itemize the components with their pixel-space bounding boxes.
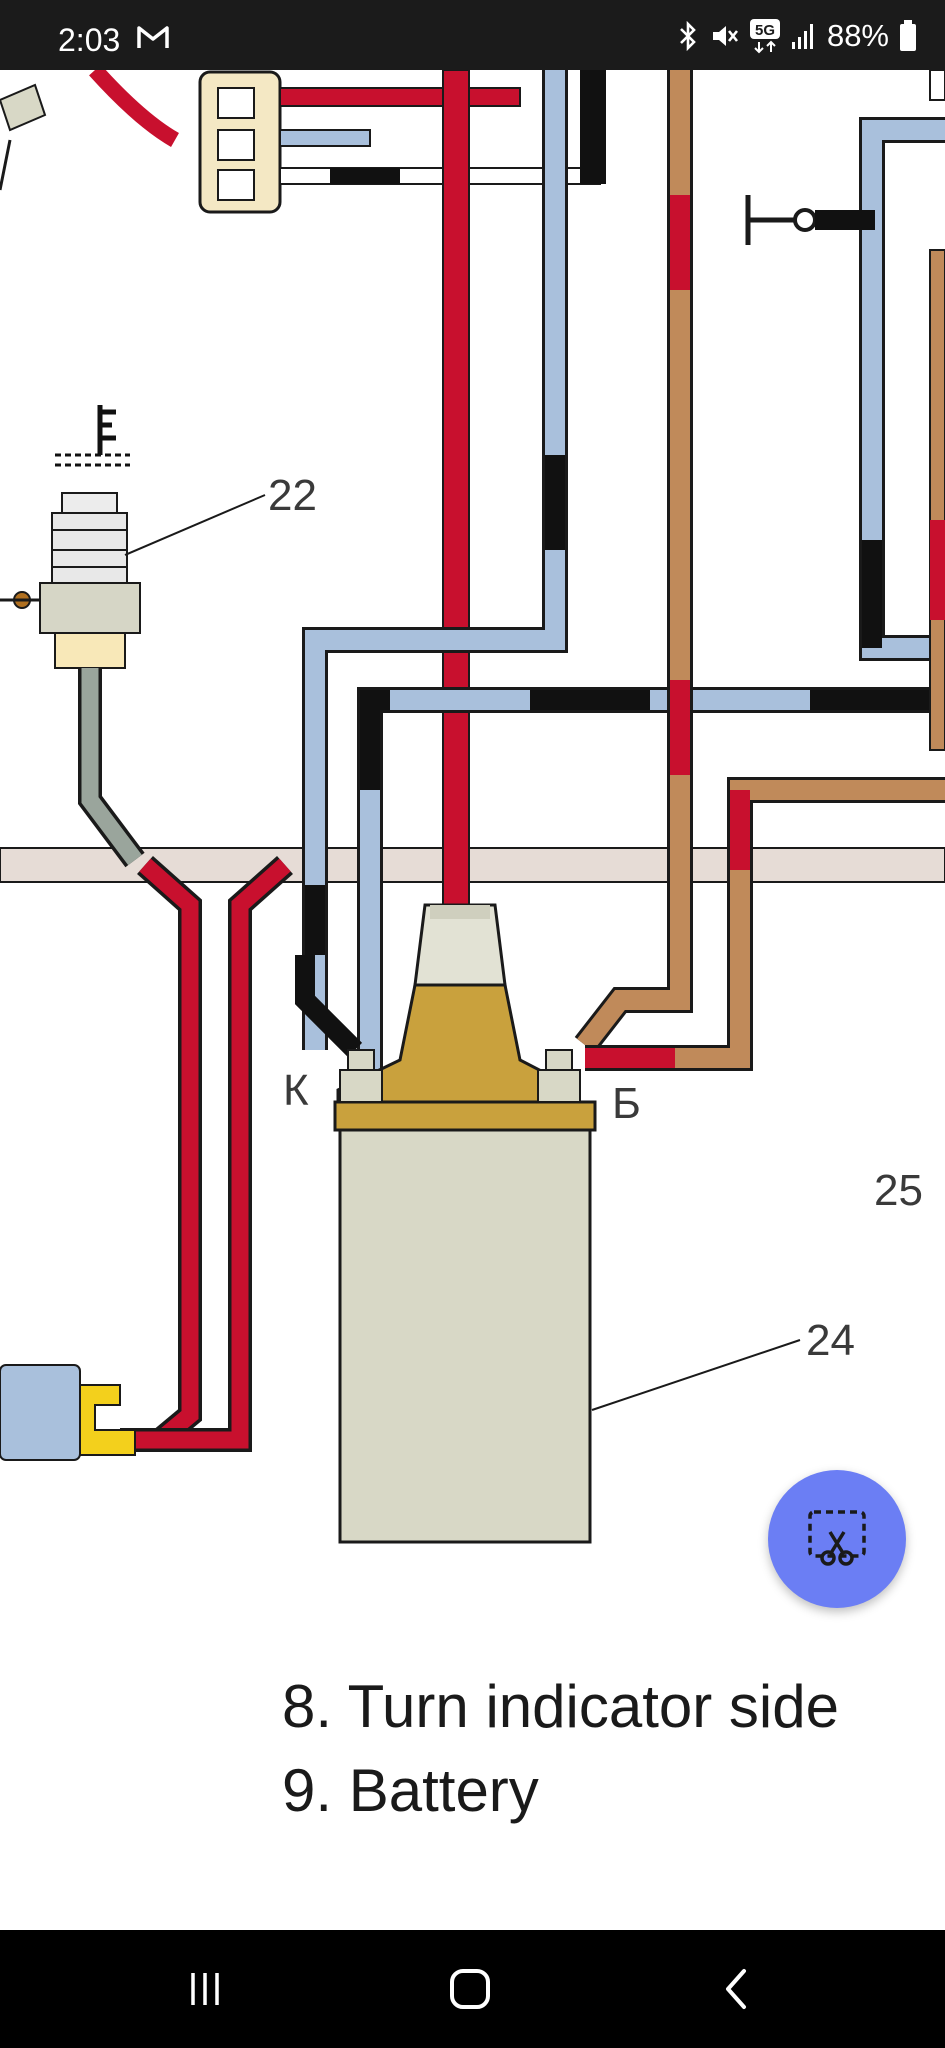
home-button[interactable] [400,1930,540,2048]
mute-icon [712,26,738,46]
recent-apps-icon [191,1973,219,2005]
battery-percent: 88% [826,18,889,53]
gmail-icon [137,26,169,48]
red-wire-main [442,70,470,911]
ground-switch [745,195,875,245]
label-b: Б [612,1079,641,1128]
recent-apps-button[interactable] [135,1930,275,2048]
caption-item-9: 9. Battery [282,1757,539,1824]
screenshot-scissors-icon [808,1510,866,1566]
status-icons: 5G 88% [677,18,917,54]
label-22: 22 [268,471,317,520]
wiring-diagram: 22 К Б 24 25 [0,70,945,1630]
back-icon [726,1969,746,2009]
navigation-bar [0,1930,945,2048]
leader-line-24 [591,1339,801,1411]
temperature-sensor-22 [0,405,141,669]
top-connector [198,70,282,214]
caption-item-8: 8. Turn indicator side [282,1673,839,1740]
back-button[interactable] [665,1930,805,2048]
label-24: 24 [806,1316,855,1365]
caption-area: 8. Turn indicator side 9. Battery [0,1630,945,1930]
home-icon [450,1969,490,2009]
leader-line-22 [124,494,266,556]
bluetooth-icon [680,21,696,51]
ignition-coil-24 [333,903,597,1544]
label-k: К [283,1066,309,1115]
svg-text:5G: 5G [755,22,775,39]
component-bottom-left [0,1364,81,1461]
status-bar: 2:03 5G 88% [0,0,945,70]
red-wire-top-left [89,70,180,147]
screenshot-capture-button[interactable] [768,1470,906,1608]
status-time: 2:03 [58,22,121,58]
5g-icon: 5G [749,19,780,54]
battery-icon [900,20,916,51]
label-25: 25 [874,1166,923,1215]
signal-icon [791,24,813,49]
